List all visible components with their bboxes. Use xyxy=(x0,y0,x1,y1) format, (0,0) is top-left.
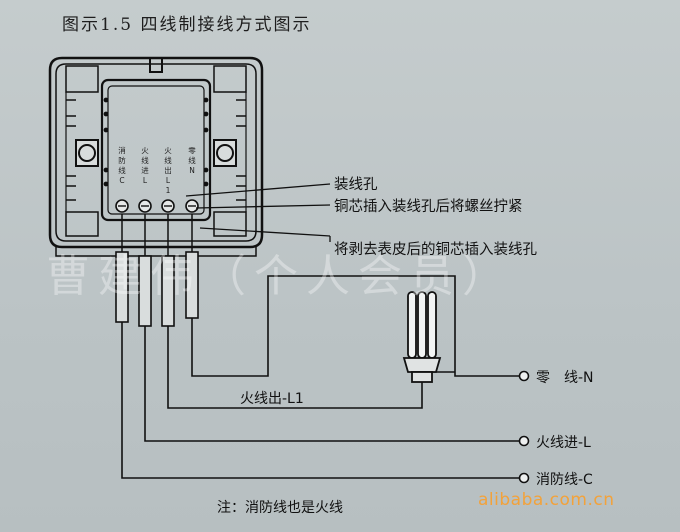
callout-wire-hole: 装线孔 xyxy=(334,177,378,193)
plate-top-notch xyxy=(149,58,163,73)
mount-hole-right xyxy=(213,139,237,167)
mount-hole-left xyxy=(75,139,99,167)
wire-label-fire: 消防线-C xyxy=(536,472,593,488)
socket-plate-inner xyxy=(55,63,257,242)
plate-corner-tl xyxy=(65,65,99,93)
callout-leaders xyxy=(185,183,331,242)
wire-label-neutral: 零 线-N xyxy=(536,370,594,386)
footnote: 注：消防线也是火线 xyxy=(217,500,343,516)
plate-corner-tr xyxy=(213,65,247,93)
wire-label-live-in: 火线进-L xyxy=(536,435,591,451)
wire-routes xyxy=(121,275,520,479)
socket-plate-outline xyxy=(48,56,264,249)
wire-label-live-out: 火线出-L1 xyxy=(240,391,304,407)
callout-strip-insert: 将剥去表皮后的铜芯插入装线孔 xyxy=(334,242,537,258)
site-watermark: alibaba.com.cn xyxy=(478,490,615,510)
wire-end-terminals xyxy=(518,370,530,484)
terminal-screws xyxy=(115,199,199,213)
terminal-module xyxy=(100,78,212,222)
watermark-text: 曹建伟（个人会员） xyxy=(46,251,514,302)
plate-corner-bl xyxy=(65,211,99,237)
lamp-bulb xyxy=(402,291,442,383)
plate-corner-br xyxy=(213,211,247,237)
diagram-title: 图示1.5 四线制接线方式图示 xyxy=(62,15,312,35)
callout-tighten-screw: 铜芯插入装线孔后将螺丝拧紧 xyxy=(334,199,523,215)
